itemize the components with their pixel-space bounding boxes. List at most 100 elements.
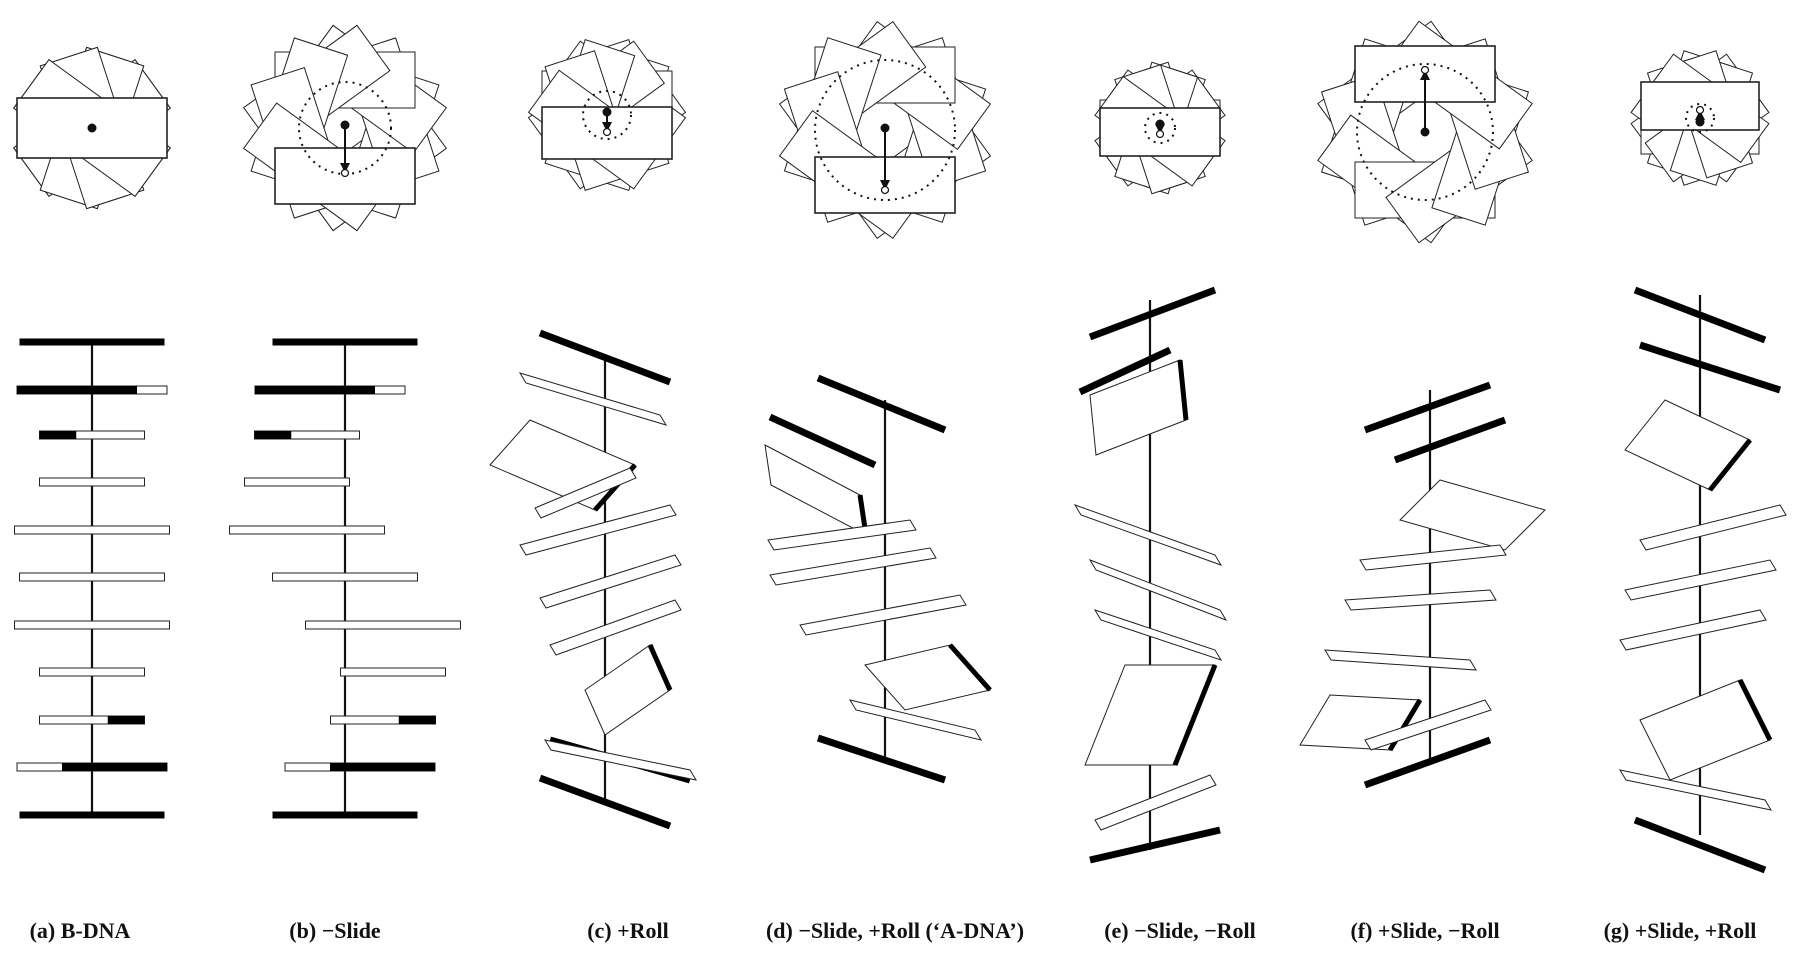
bp-center-marker	[602, 127, 612, 137]
top-view-a	[12, 46, 172, 210]
base-pair-slab	[14, 525, 170, 535]
base-pair-slab	[549, 599, 682, 656]
base-pair-slab	[1344, 589, 1497, 611]
bp-center-marker	[1155, 129, 1165, 139]
base-pair-slab	[14, 620, 170, 630]
base-pair-slab	[1624, 399, 1751, 491]
end-plate	[1363, 736, 1492, 789]
base-pair-slab	[1093, 609, 1223, 661]
end-plate	[1393, 416, 1507, 464]
base-pair-slab	[229, 525, 385, 535]
end-plate	[1633, 816, 1767, 874]
helix-axis-circle	[1685, 103, 1715, 133]
helix-axis-circle	[1144, 112, 1176, 144]
base-pair-slab	[1639, 504, 1787, 551]
top-view-f	[1317, 20, 1533, 244]
base-pair-slab	[543, 739, 698, 781]
caption-e: (e) −Slide, −Roll	[1104, 918, 1256, 943]
end-plate	[768, 413, 877, 469]
helix-axis-circle	[1356, 63, 1494, 201]
bp-center-marker	[880, 185, 890, 195]
caption-b: (b) −Slide	[289, 918, 381, 943]
bp-center-marker	[340, 168, 350, 178]
caption-a: (a) B-DNA	[29, 918, 131, 943]
end-plate	[1638, 341, 1782, 394]
helix-axis-circle	[814, 59, 956, 201]
base-pair-slab	[534, 467, 637, 519]
base-pair-slab	[1324, 649, 1477, 671]
base-pair-slab	[764, 444, 867, 536]
bp-center-marker	[1420, 65, 1430, 75]
base-pair-slab	[539, 554, 682, 609]
top-view-g	[1630, 50, 1770, 186]
base-pair-slab	[1359, 544, 1507, 571]
base-pair-slab	[1624, 559, 1777, 601]
caption-d: (d) −Slide, +Roll (‘A-DNA’)	[765, 918, 1025, 943]
base-pair-slab	[39, 477, 145, 487]
dark-slab-part	[254, 431, 292, 439]
dark-slab-part	[398, 716, 436, 724]
dark-edge	[948, 643, 992, 692]
base-pair-slab	[1639, 679, 1771, 781]
base-pair-slab	[1094, 774, 1217, 831]
top-view-d	[778, 21, 992, 239]
base-pair-slab	[799, 594, 967, 636]
end-plate	[538, 329, 672, 386]
end-plate	[816, 734, 947, 784]
dark-slab-part	[107, 716, 145, 724]
base-pair-slab	[848, 699, 983, 741]
caption-f: (f) +Slide, −Roll	[1350, 918, 1500, 943]
caption-c: (c) +Roll	[587, 918, 669, 943]
base-pair-slab	[244, 477, 350, 487]
base-pair-slab	[519, 504, 677, 556]
dark-edge	[1177, 359, 1189, 421]
base-pair-slab	[340, 667, 446, 677]
end-plate	[1078, 346, 1172, 396]
caption-g: (g) +Slide, +Roll	[1603, 918, 1757, 943]
helix-axis-circle	[582, 90, 632, 140]
helix-axis-circle	[298, 81, 392, 175]
base-pair-slab	[518, 372, 668, 426]
side-view-b	[229, 338, 461, 819]
base-pair-slab	[1089, 359, 1187, 456]
end-plate	[1088, 286, 1217, 341]
top-view-c	[527, 38, 687, 192]
bp-center-marker	[1695, 105, 1705, 115]
end-plate	[538, 774, 672, 830]
base-pair-slab	[1088, 559, 1228, 621]
side-view-g	[1618, 286, 1787, 874]
base-pair-slab	[305, 620, 461, 630]
base-pair-slab	[864, 644, 991, 711]
side-view-a	[14, 338, 170, 819]
base-pair-slab	[272, 572, 418, 582]
end-plate	[1363, 381, 1492, 434]
base-pair-slab	[767, 519, 917, 551]
dark-slab-part	[39, 431, 77, 439]
dark-edge	[647, 643, 673, 692]
side-views	[14, 286, 1787, 874]
end-plate	[1633, 286, 1767, 344]
helix-axis-dot	[87, 123, 97, 133]
end-plate	[1089, 826, 1221, 864]
base-pair-slab	[1618, 769, 1773, 811]
base-pair-slab	[19, 572, 165, 582]
side-view-d	[764, 374, 992, 784]
base-pair-slab	[1364, 699, 1492, 751]
end-plate	[816, 374, 947, 434]
arrowhead	[880, 180, 890, 190]
dark-edge	[1737, 678, 1773, 742]
top-view-b	[242, 24, 448, 232]
arrowhead	[602, 122, 612, 132]
arrowhead	[1155, 124, 1165, 134]
base-pair-slab	[1299, 694, 1421, 751]
side-view-e	[1073, 286, 1228, 864]
base-pair-slab	[1399, 479, 1546, 551]
arrowhead	[1420, 70, 1430, 80]
dark-slab-part	[255, 386, 375, 394]
dark-slab-part	[62, 763, 167, 771]
dark-slab-part	[17, 386, 137, 394]
base-pair-slab	[1073, 504, 1223, 566]
side-view-f	[1299, 381, 1546, 789]
dark-edge	[1172, 664, 1218, 766]
